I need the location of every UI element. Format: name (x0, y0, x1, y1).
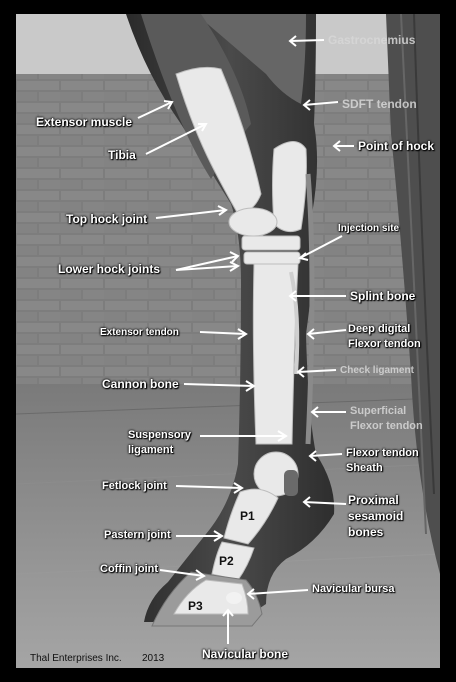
label-p1: P1 (240, 510, 255, 523)
label-extensor-muscle: Extensor muscle (36, 116, 132, 129)
label-extensor-tendon: Extensor tendon (100, 328, 179, 339)
top-hock-joint-bone (229, 208, 277, 236)
label-fetlock-joint: Fetlock joint (102, 481, 167, 493)
label-lower-hock-joints: Lower hock joints (58, 263, 160, 276)
label-coffin-joint: Coffin joint (100, 564, 158, 576)
label-sdft-tendon: SDFT tendon (342, 98, 417, 111)
hind-leg-anatomy-illustration: Gastrocnemius SDFT tendon Extensor muscl… (16, 14, 440, 668)
label-p2: P2 (219, 555, 234, 568)
label-suspensory-ligament-2: ligament (128, 445, 173, 457)
label-point-of-hock: Point of hock (358, 140, 434, 153)
label-injection-site: Injection site (338, 224, 399, 235)
cannon-bone (253, 264, 298, 444)
label-navicular-bursa: Navicular bursa (312, 584, 395, 596)
label-flexor-tendon-sheath-2: Sheath (346, 463, 383, 475)
label-proximal-sesamoid-3: bones (348, 526, 383, 539)
label-superficial-flexor-2: Flexor tendon (350, 421, 423, 433)
navicular-bone-shape (226, 592, 242, 604)
label-superficial-flexor-1: Superficial (350, 406, 406, 418)
point-of-hock-bone (273, 142, 307, 232)
label-deep-digital-flexor-1: Deep digital (348, 324, 410, 336)
label-check-ligament: Check ligament (340, 366, 414, 377)
label-cannon-bone: Cannon bone (102, 378, 179, 391)
label-p3: P3 (188, 600, 203, 613)
label-navicular-bone: Navicular bone (202, 648, 288, 661)
label-proximal-sesamoid-2: sesamoid (348, 510, 403, 523)
label-flexor-tendon-sheath-1: Flexor tendon (346, 448, 419, 460)
label-tibia: Tibia (108, 149, 136, 162)
proximal-sesamoid (284, 470, 298, 496)
label-deep-digital-flexor-2: Flexor tendon (348, 339, 421, 351)
label-top-hock-joint: Top hock joint (66, 213, 147, 226)
label-pastern-joint: Pastern joint (104, 530, 171, 542)
label-gastrocnemius: Gastrocnemius (328, 34, 415, 47)
label-suspensory-ligament-1: Suspensory (128, 430, 191, 442)
credit-company: Thal Enterprises Inc. (30, 653, 122, 664)
label-splint-bone: Splint bone (350, 290, 415, 303)
label-proximal-sesamoid-1: Proximal (348, 494, 399, 507)
credit-year: 2013 (142, 653, 164, 664)
